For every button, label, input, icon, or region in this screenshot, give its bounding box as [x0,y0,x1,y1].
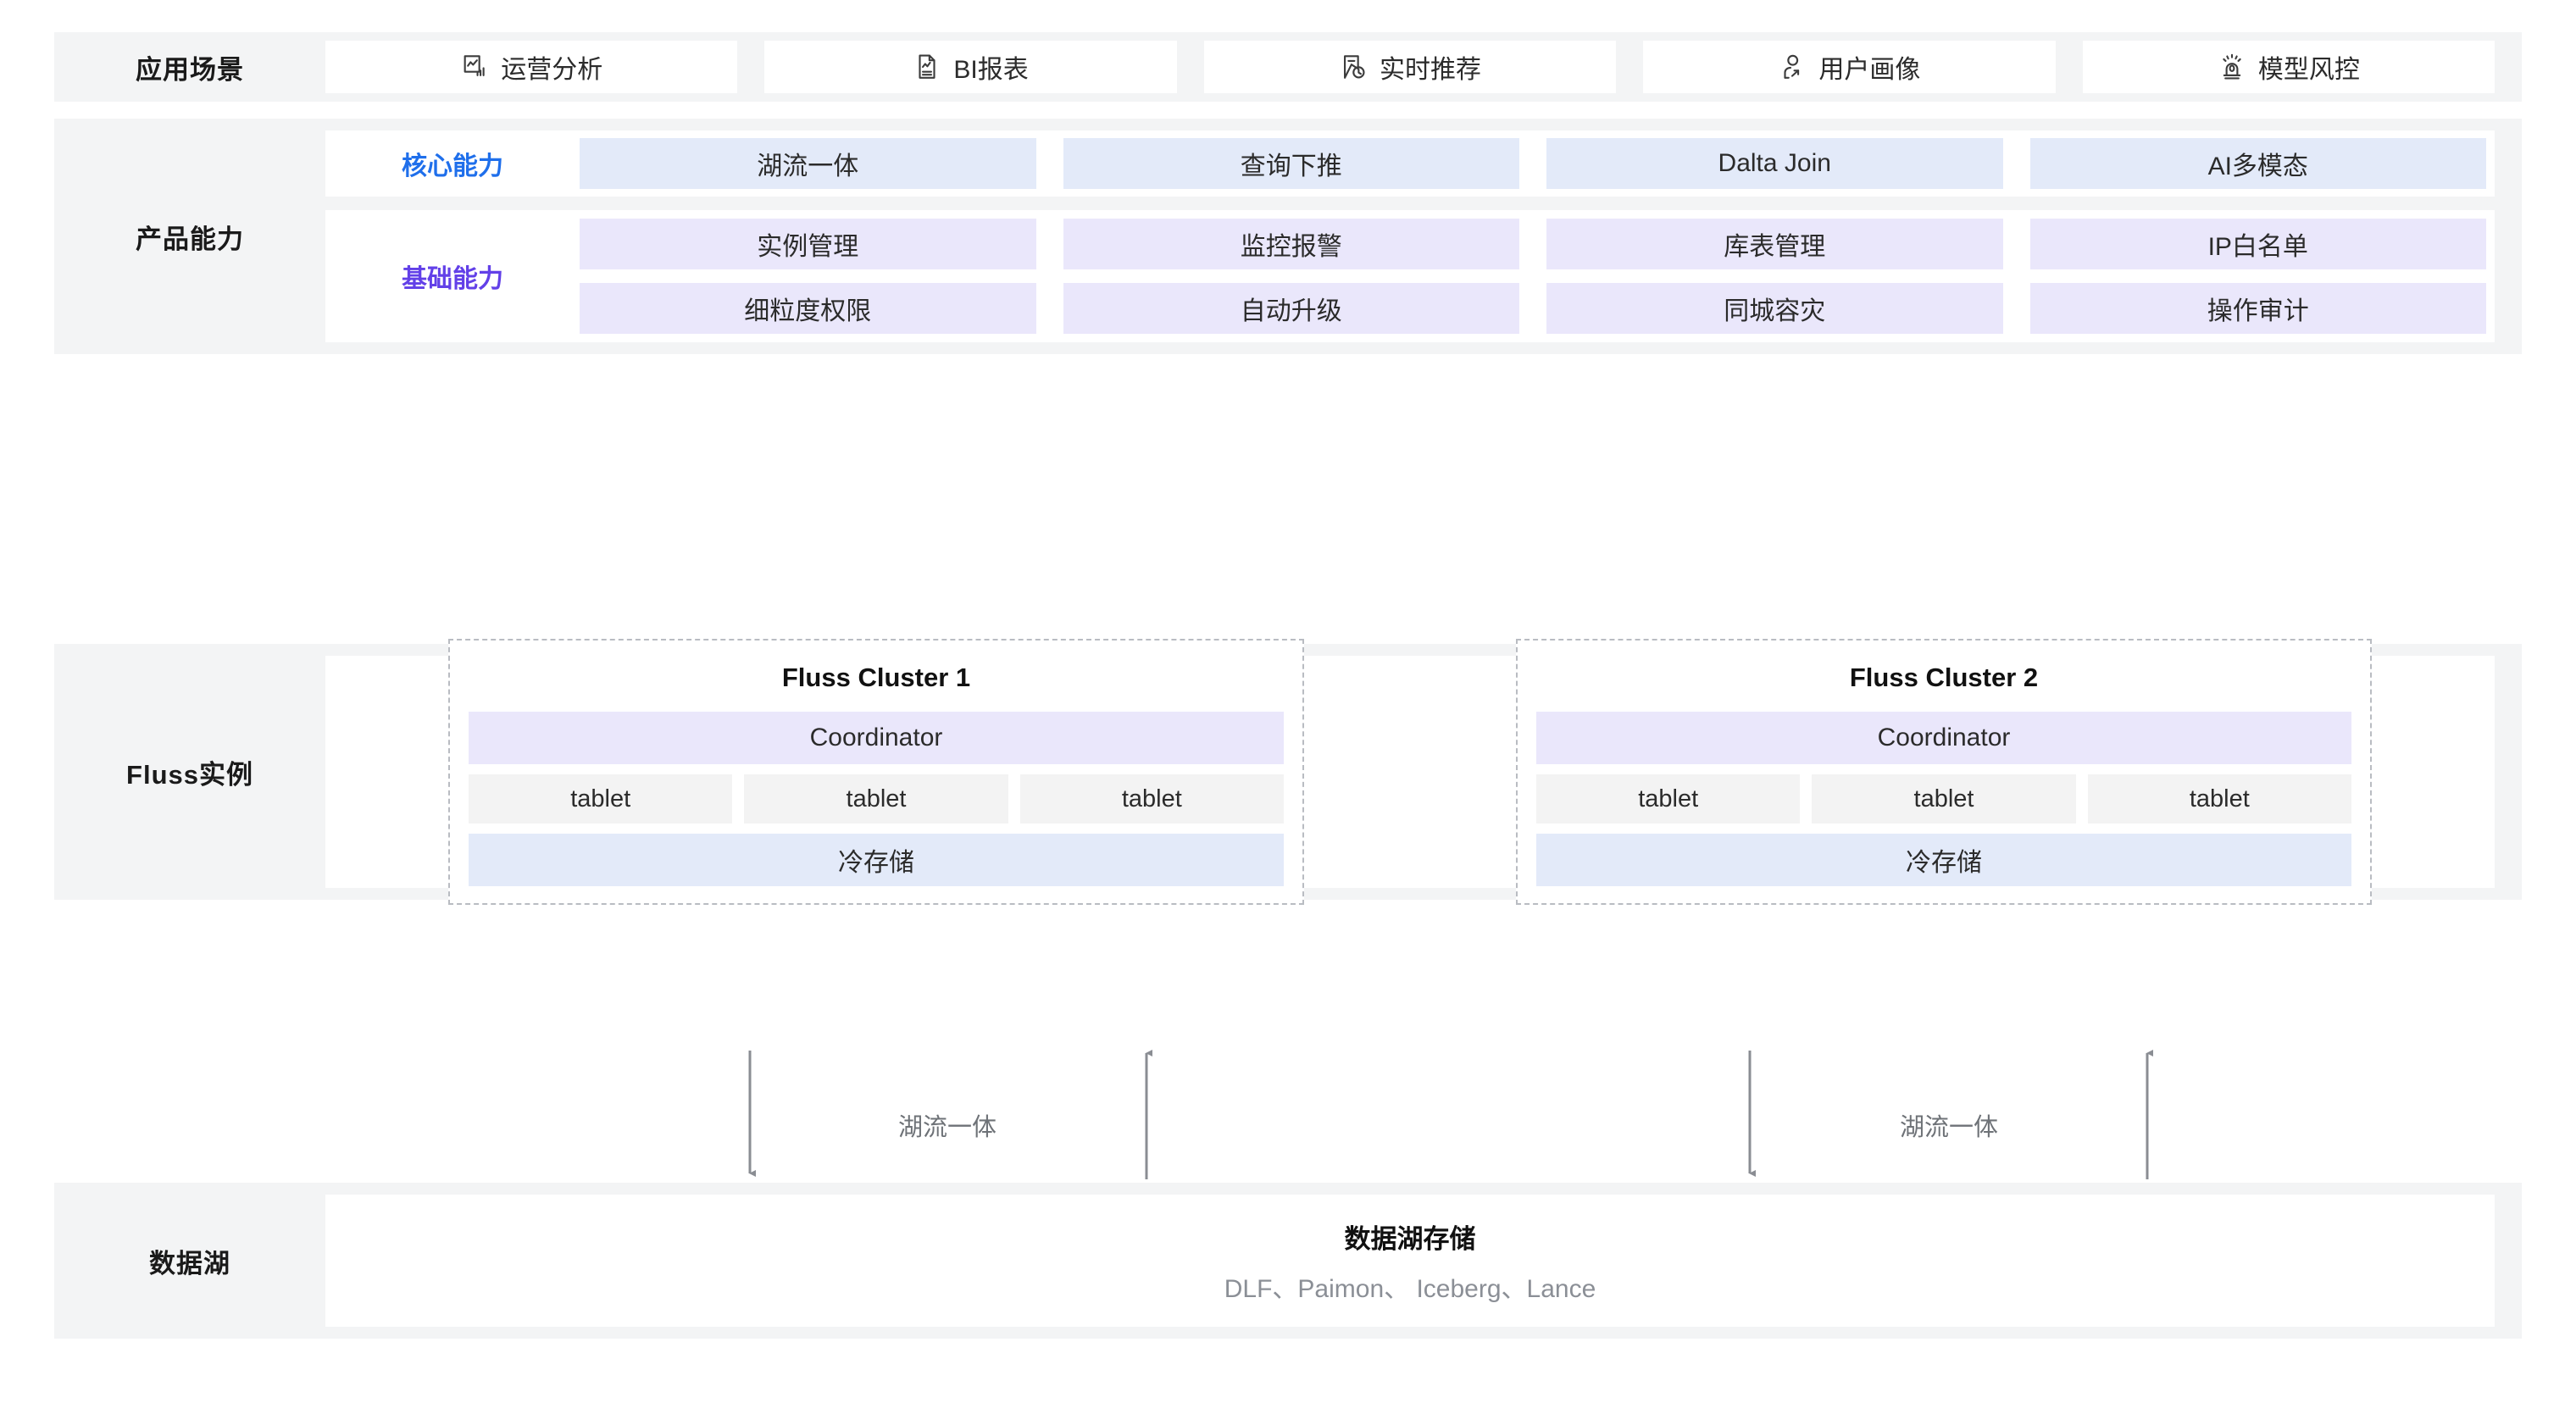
bookmark-clock-icon [1339,53,1368,81]
capability-body: 核心能力 湖流一体 查询下推 Dalta Join AI多模态 基础能力 实例管… [325,119,2522,354]
band-label-fluss: Fluss实例 [126,759,253,790]
capability-box[interactable]: 查询下推 [1063,138,1519,189]
scenario-card-row: 运营分析 BI报表 [325,41,2522,93]
capability-box[interactable]: 细粒度权限 [580,283,1036,334]
basic-capability-group: 基础能力 实例管理 监控报警 库表管理 IP白名单 细粒度权限 自动升级 同城容… [325,210,2495,342]
band-label-capability: 产品能力 [136,224,244,254]
fluss-cluster-2[interactable]: Fluss Cluster 2 Coordinator tablet table… [1516,639,2372,905]
coordinator-box[interactable]: Coordinator [469,712,1284,764]
capability-box[interactable]: 自动升级 [1063,283,1519,334]
tablet-box[interactable]: tablet [2087,774,2351,824]
core-capability-title: 核心能力 [402,152,503,180]
tablet-row: tablet tablet tablet [1536,774,2351,824]
scenario-card-realtime-recommendation[interactable]: 实时推荐 [1203,41,1617,93]
band-label-scenarios: 应用场景 [136,54,244,85]
product-capability-band: 产品能力 核心能力 湖流一体 查询下推 Dalta Join AI多模态 基础能… [54,119,2522,354]
fluss-instance-band: Fluss实例 Fluss Cluster 1 Coordinator tabl… [54,639,2522,905]
tablet-box[interactable]: tablet [469,774,733,824]
basic-capability-rows: 实例管理 监控报警 库表管理 IP白名单 细粒度权限 自动升级 同城容灾 操作审… [580,219,2495,334]
flow-label-cluster1: 湖流一体 [897,1114,997,1141]
capability-box[interactable]: 同城容灾 [1546,283,2003,334]
data-lake-band: 数据湖 数据湖存储 DLF、Paimon、 Iceberg、Lance [54,1183,2522,1339]
alarm-siren-icon [2218,53,2246,81]
capability-box[interactable]: IP白名单 [2029,219,2486,269]
scenario-card-model-risk-control[interactable]: 模型风控 [2082,41,2496,93]
core-capability-rows: 湖流一体 查询下推 Dalta Join AI多模态 [580,138,2495,189]
data-lake-formats: DLF、Paimon、 Iceberg、Lance [1224,1274,1596,1303]
band-label-lake: 数据湖 [149,1248,230,1278]
data-lake-panel: 数据湖存储 DLF、Paimon、 Iceberg、Lance [325,1195,2495,1327]
user-profile-icon [1778,53,1807,81]
scenario-label: 实时推荐 [1380,56,1482,84]
cluster-title: Fluss Cluster 1 [781,663,971,692]
scenario-label: 模型风控 [2257,56,2360,84]
scenarios-body: 运营分析 BI报表 [325,41,2522,93]
flow-label-cluster2: 湖流一体 [1899,1114,1999,1141]
tablet-box[interactable]: tablet [744,774,1008,824]
cold-storage-box[interactable]: 冷存储 [1536,834,2351,886]
coordinator-box[interactable]: Coordinator [1536,712,2351,764]
capability-row: 实例管理 监控报警 库表管理 IP白名单 [580,219,2486,269]
capability-box[interactable]: Dalta Join [1546,138,2003,189]
data-lake-title: 数据湖存储 [1344,1223,1476,1254]
cluster-title: Fluss Cluster 2 [1849,663,2039,692]
capability-box[interactable]: 监控报警 [1063,219,1519,269]
tablet-row: tablet tablet tablet [469,774,1284,824]
scenario-label: 运营分析 [501,56,603,84]
basic-capability-title: 基础能力 [402,265,503,293]
bi-document-icon [913,53,941,81]
capability-box[interactable]: AI多模态 [2029,138,2486,189]
scenario-card-user-profile[interactable]: 用户画像 [1643,41,2056,93]
scenario-card-bi-report[interactable]: BI报表 [764,41,1177,93]
scenario-label: 用户画像 [1818,56,1921,84]
capability-row: 细粒度权限 自动升级 同城容灾 操作审计 [580,283,2486,334]
capability-row: 湖流一体 查询下推 Dalta Join AI多模态 [580,138,2486,189]
core-capability-group: 核心能力 湖流一体 查询下推 Dalta Join AI多模态 [325,130,2495,197]
scenario-card-operational-analysis[interactable]: 运营分析 [325,41,738,93]
capability-box[interactable]: 操作审计 [2029,283,2486,334]
application-scenarios-band: 应用场景 运营分析 [54,32,2522,102]
tablet-box[interactable]: tablet [1536,774,1801,824]
scenario-label: BI报表 [953,56,1029,84]
tablet-box[interactable]: tablet [1812,774,2076,824]
capability-box[interactable]: 实例管理 [580,219,1036,269]
capability-box[interactable]: 库表管理 [1546,219,2003,269]
capability-box[interactable]: 湖流一体 [580,138,1036,189]
fluss-cluster-1[interactable]: Fluss Cluster 1 Coordinator tablet table… [448,639,1304,905]
tablet-box[interactable]: tablet [1019,774,1284,824]
fluss-panel: Fluss Cluster 1 Coordinator tablet table… [325,639,2495,905]
chart-report-icon [460,53,489,81]
cold-storage-box[interactable]: 冷存储 [469,834,1284,886]
